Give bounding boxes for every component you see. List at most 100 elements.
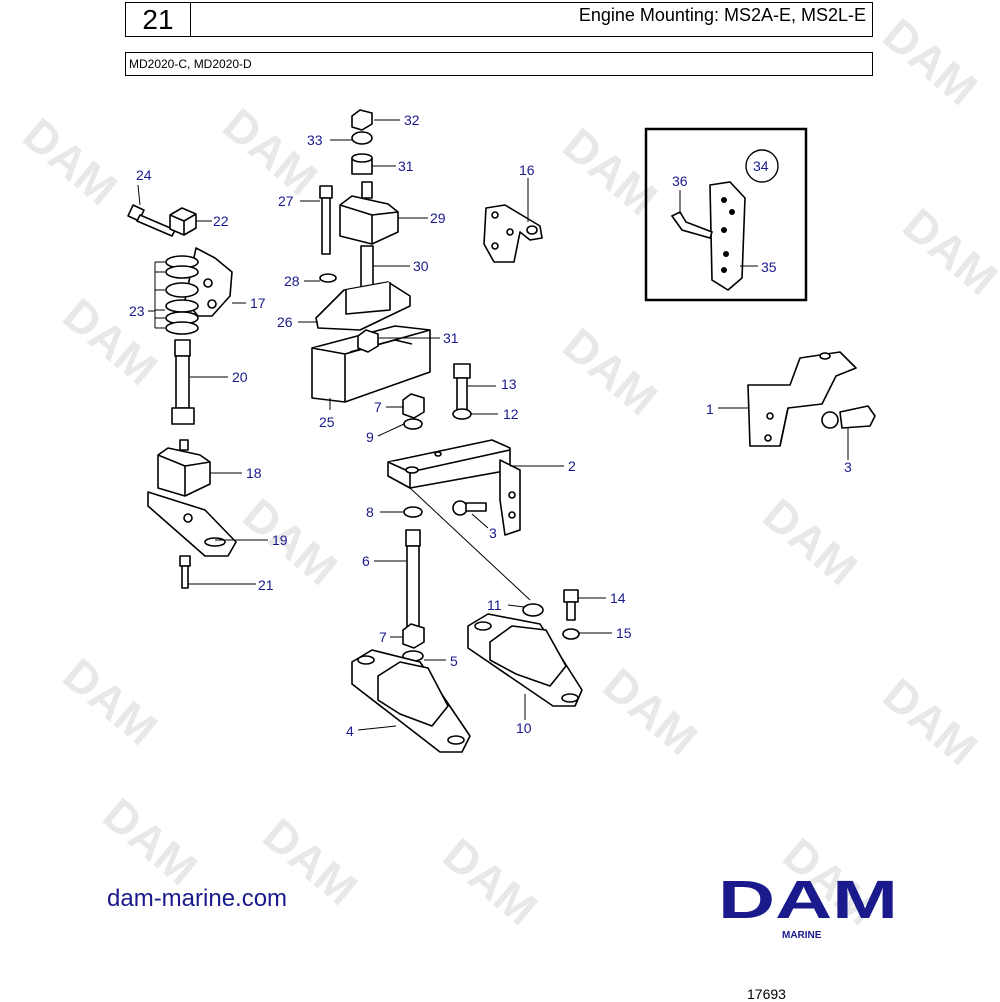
nut-31-bottom bbox=[357, 329, 379, 353]
callout-33: 33 bbox=[307, 132, 323, 148]
callout-labels: 1 2 3 3 4 5 6 7 7 8 9 10 11 12 13 14 15 … bbox=[129, 112, 852, 739]
watermark: DAM bbox=[94, 788, 208, 895]
callout-14: 14 bbox=[610, 590, 626, 606]
watermark: DAM bbox=[554, 118, 668, 225]
bolt-21 bbox=[179, 555, 191, 589]
callout-18: 18 bbox=[246, 465, 262, 481]
callout-31-top: 31 bbox=[398, 158, 414, 174]
callout-30: 30 bbox=[413, 258, 429, 274]
watermark: DAM bbox=[554, 318, 668, 425]
callout-21: 21 bbox=[258, 577, 274, 593]
callout-1: 1 bbox=[706, 401, 714, 417]
washer-12 bbox=[452, 408, 472, 420]
callout-4: 4 bbox=[346, 723, 354, 739]
bolt-14 bbox=[563, 589, 579, 621]
callout-27: 27 bbox=[278, 193, 294, 209]
inset-box bbox=[644, 127, 808, 302]
page-title: Engine Mounting: MS2A-E, MS2L-E bbox=[578, 5, 866, 25]
callout-34: 34 bbox=[753, 158, 769, 174]
washer-8 bbox=[403, 506, 423, 518]
callout-23: 23 bbox=[129, 303, 145, 319]
watermark: DAM bbox=[434, 828, 548, 935]
callout-26: 26 bbox=[277, 314, 293, 330]
callout-15: 15 bbox=[616, 625, 632, 641]
plate-26 bbox=[315, 281, 411, 331]
callout-24: 24 bbox=[136, 167, 152, 183]
callout-7-top: 7 bbox=[374, 399, 382, 415]
page-number: 21 bbox=[126, 3, 191, 36]
rubber-mount-29 bbox=[339, 181, 399, 245]
watermark: DAM bbox=[894, 198, 1000, 305]
callout-20: 20 bbox=[232, 369, 248, 385]
rubber-mount-10 bbox=[467, 613, 583, 707]
model-list: MD2020-C, MD2020-D bbox=[125, 52, 873, 76]
callout-19: 19 bbox=[272, 532, 288, 548]
bolt-36 bbox=[670, 210, 714, 239]
callout-7-bottom: 7 bbox=[379, 629, 387, 645]
callout-6: 6 bbox=[362, 553, 370, 569]
watermark: DAM bbox=[54, 288, 168, 395]
callout-36: 36 bbox=[672, 173, 688, 189]
callout-8: 8 bbox=[366, 504, 374, 520]
callout-22: 22 bbox=[213, 213, 229, 229]
nut-32 bbox=[351, 109, 373, 131]
washer-28 bbox=[319, 273, 337, 283]
bolt-27 bbox=[319, 185, 333, 255]
washer-9 bbox=[403, 418, 423, 430]
header-bar: 21 Engine Mounting: MS2A-E, MS2L-E bbox=[125, 2, 873, 37]
website-link[interactable]: dam-marine.com bbox=[107, 885, 288, 912]
bolt-3-right bbox=[821, 405, 876, 429]
block-25 bbox=[311, 325, 431, 403]
callout-11: 11 bbox=[487, 597, 502, 613]
plate-19 bbox=[147, 491, 237, 557]
callout-29: 29 bbox=[430, 210, 446, 226]
nut-22 bbox=[169, 207, 197, 236]
bracket-16 bbox=[483, 204, 543, 263]
callout-17: 17 bbox=[250, 295, 266, 311]
watermark: DAM bbox=[14, 108, 128, 215]
washer-stack-23 bbox=[165, 255, 199, 335]
logo-subtext: MARINE bbox=[782, 930, 822, 941]
bolt-24 bbox=[127, 204, 176, 237]
callout-9: 9 bbox=[366, 429, 374, 445]
watermark: DAM bbox=[874, 8, 988, 115]
bolt-13 bbox=[453, 363, 471, 411]
bracket-1 bbox=[747, 351, 857, 447]
rubber-mount-18 bbox=[157, 439, 211, 497]
watermark: DAM bbox=[54, 648, 168, 755]
callout-13: 13 bbox=[501, 376, 517, 392]
callout-16: 16 bbox=[519, 162, 535, 178]
callout-31-bottom: 31 bbox=[443, 330, 459, 346]
callout-10: 10 bbox=[516, 720, 532, 736]
watermark: DAM bbox=[234, 488, 348, 595]
bolt-3-center bbox=[452, 500, 487, 516]
spacer-31-top bbox=[351, 153, 373, 175]
watermark: DAM bbox=[214, 98, 328, 205]
dam-logo: DAM bbox=[718, 870, 898, 930]
callout-3-center: 3 bbox=[489, 525, 497, 541]
washer-11 bbox=[522, 603, 544, 617]
callout-5: 5 bbox=[450, 653, 458, 669]
nut-7-bottom bbox=[402, 623, 425, 649]
watermark: DAM bbox=[594, 658, 708, 765]
bracket-2 bbox=[387, 439, 521, 536]
callout-28: 28 bbox=[284, 273, 300, 289]
callout-3-right: 3 bbox=[844, 459, 852, 475]
stud-20 bbox=[171, 339, 195, 425]
watermark: DAM bbox=[754, 488, 868, 595]
washer-15 bbox=[562, 628, 580, 640]
drawing-number: 17693 bbox=[747, 986, 786, 1002]
rubber-mount-4 bbox=[351, 649, 471, 753]
callout-12: 12 bbox=[503, 406, 519, 422]
leader-lines bbox=[137, 119, 849, 731]
callout-35: 35 bbox=[761, 259, 777, 275]
washer-33 bbox=[351, 131, 373, 145]
nut-7-top bbox=[402, 393, 425, 419]
callout-32: 32 bbox=[404, 112, 420, 128]
callout-25: 25 bbox=[319, 414, 335, 430]
stud-30 bbox=[360, 245, 374, 291]
stud-6 bbox=[405, 529, 421, 631]
callout-2: 2 bbox=[568, 458, 576, 474]
watermark: DAM bbox=[874, 668, 988, 775]
